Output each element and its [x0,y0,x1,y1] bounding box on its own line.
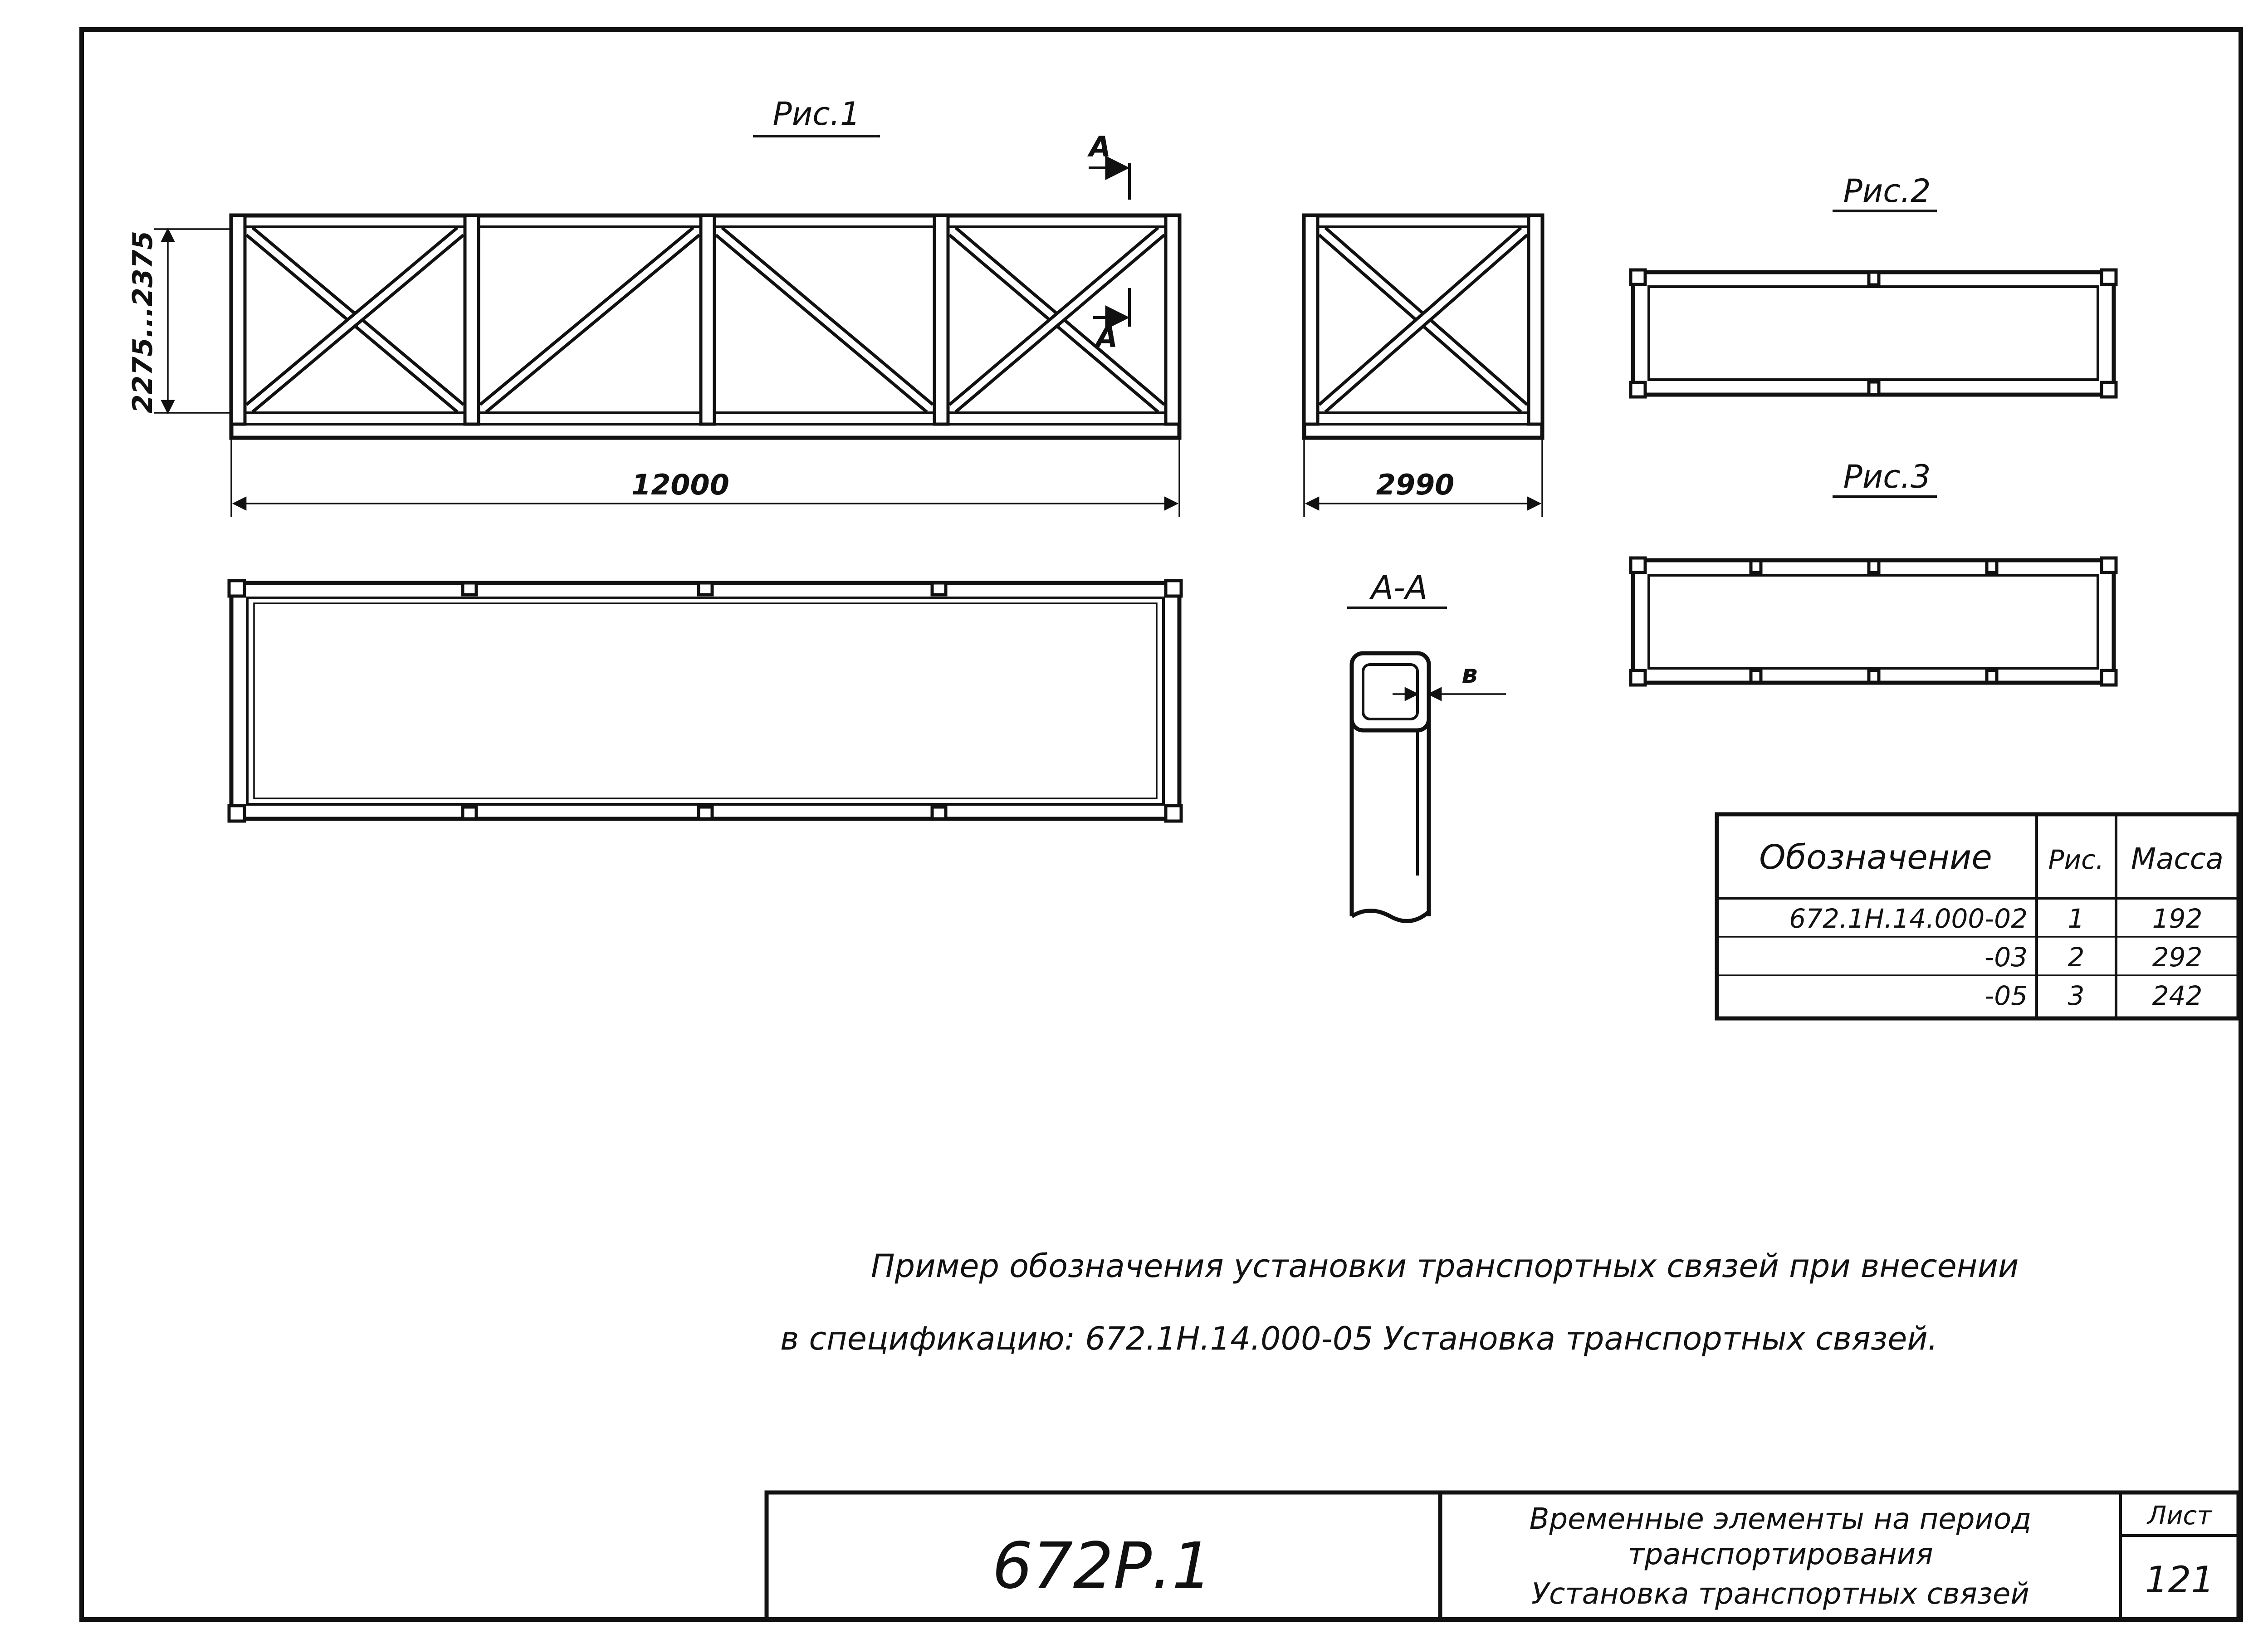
table-header-designation: Обозначение [1759,838,1992,877]
table-row-fig: 3 [2068,980,2085,1011]
length-dimension [230,438,1180,517]
title-line-3: Установка транспортных связей [1531,1577,2029,1611]
table-row-mass: 242 [2152,980,2203,1011]
fig2-plan-view [1629,268,2118,399]
table-row-designation: -03 [1984,942,2028,973]
note-line-1: Пример обозначения установки транспортны… [871,1248,2019,1285]
wall-thickness-label: в [1461,660,1477,689]
section-cut-marker-side [1093,288,1131,330]
table-row-fig: 2 [2068,942,2085,973]
fig2-title: Рис.2 [1843,172,1931,210]
mass-table [1715,812,2241,1021]
fig3-title: Рис.3 [1843,458,1931,495]
sheet-number: 121 [2145,1559,2214,1601]
width-dimension [1303,438,1543,517]
length-dimension-label: 12000 [631,468,729,501]
table-row-designation: 672.1Н.14.000-02 [1789,903,2028,934]
section-mark-side: А [1094,321,1118,354]
table-row-fig: 1 [2068,903,2085,934]
table-row-mass: 292 [2152,942,2203,973]
fig1-title: Рис.1 [773,95,860,132]
section-title: А-А [1369,568,1428,607]
note-line-2: в спецификацию: 672.1Н.14.000-05 Установ… [780,1320,1938,1357]
end-elevation [1302,213,1545,440]
table-header-mass: Масса [2131,842,2224,876]
fig3-plan-view [1629,556,2118,687]
section-cut-marker-top [1089,156,1131,200]
sheet-label: Лист [2146,1501,2212,1531]
document-code: 672Р.1 [992,1529,1212,1603]
height-dimension-label: 2275...2375 [127,231,159,413]
section-mark-top: А [1087,130,1111,163]
fig1-plan-view [227,579,1183,823]
width-dimension-label: 2990 [1376,468,1455,501]
title-line-1: Временные элементы на период [1530,1502,2032,1536]
title-line-2: транспортирования [1628,1538,1933,1571]
table-row-mass: 192 [2152,903,2203,934]
title-block [764,1490,2241,1622]
height-dimension [154,227,231,415]
table-row-designation: -05 [1984,980,2028,1011]
fig1-side-elevation [229,213,1182,440]
table-header-fig: Рис. [2048,844,2104,875]
section-a-a-profile [1349,651,1506,923]
sheet-frame [79,27,2243,1622]
